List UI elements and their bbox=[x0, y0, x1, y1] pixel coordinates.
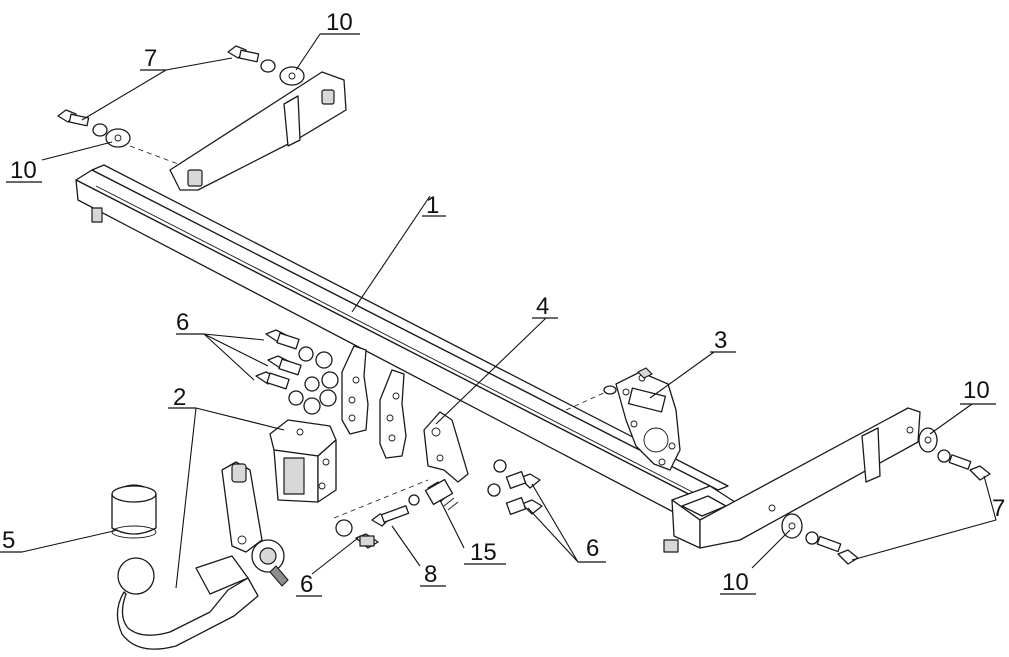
callout-number: 10 bbox=[326, 9, 353, 36]
part-4-socket-plate bbox=[423, 411, 469, 483]
callout-number: 7 bbox=[144, 45, 157, 72]
part-2-hook-bracket bbox=[269, 419, 337, 503]
callout-10-top: 10 bbox=[320, 9, 360, 36]
callout-number: 10 bbox=[722, 569, 749, 596]
part-6-bolt-set-left bbox=[255, 329, 339, 415]
callout-8: 8 bbox=[420, 561, 446, 588]
callout-number: 6 bbox=[176, 309, 189, 336]
callout-number: 5 bbox=[2, 527, 15, 554]
callout-2: 2 bbox=[168, 384, 196, 411]
part-6-bolt-set-right bbox=[487, 459, 543, 516]
part-7-bolt-upper-b bbox=[57, 109, 108, 137]
callout-10-left: 10 bbox=[6, 157, 42, 184]
callout-10-bottom: 10 bbox=[720, 569, 756, 596]
callout-7-right: 7 bbox=[992, 495, 1005, 522]
callout-number: 6 bbox=[586, 535, 599, 562]
callout-10-right: 10 bbox=[960, 377, 996, 405]
callout-number: 3 bbox=[714, 327, 727, 354]
callout-6-lower-left: 6 bbox=[296, 571, 322, 598]
callout-number: 8 bbox=[424, 561, 437, 588]
callout-6-lower-right: 6 bbox=[578, 535, 606, 563]
part-15-spring bbox=[424, 478, 459, 511]
callout-number: 6 bbox=[300, 571, 313, 598]
callout-number: 7 bbox=[992, 495, 1005, 522]
callout-3: 3 bbox=[710, 327, 736, 354]
part-10-washer-upper-b bbox=[105, 128, 179, 165]
callout-number: 4 bbox=[536, 293, 549, 320]
callout-1: 1 bbox=[422, 192, 446, 219]
part-10-washer-right-a bbox=[918, 427, 938, 453]
callout-number: 1 bbox=[426, 192, 439, 219]
part-1-crossbar bbox=[75, 71, 921, 553]
part-7-bolt-right-a bbox=[937, 449, 991, 481]
part-3-socket-bracket bbox=[565, 367, 681, 471]
callout-4: 4 bbox=[532, 293, 558, 320]
leader-lines bbox=[21, 33, 997, 589]
callout-6-upper: 6 bbox=[176, 309, 204, 336]
part-7-bolt-right-b bbox=[805, 531, 859, 565]
callout-number: 10 bbox=[963, 377, 990, 404]
callout-5: 5 bbox=[0, 527, 22, 554]
callout-number: 10 bbox=[10, 157, 37, 184]
callout-7-upper: 7 bbox=[140, 45, 166, 72]
part-10-washer-upper-a bbox=[279, 66, 305, 86]
part-5-towball bbox=[111, 461, 289, 650]
part-7-bolt-upper-a bbox=[227, 45, 276, 73]
callout-number: 15 bbox=[470, 539, 497, 566]
part-10-washer-right-b bbox=[781, 513, 803, 539]
callout-15: 15 bbox=[464, 539, 506, 566]
part-8-pin-bolt bbox=[333, 479, 429, 549]
callout-number: 2 bbox=[173, 384, 186, 411]
